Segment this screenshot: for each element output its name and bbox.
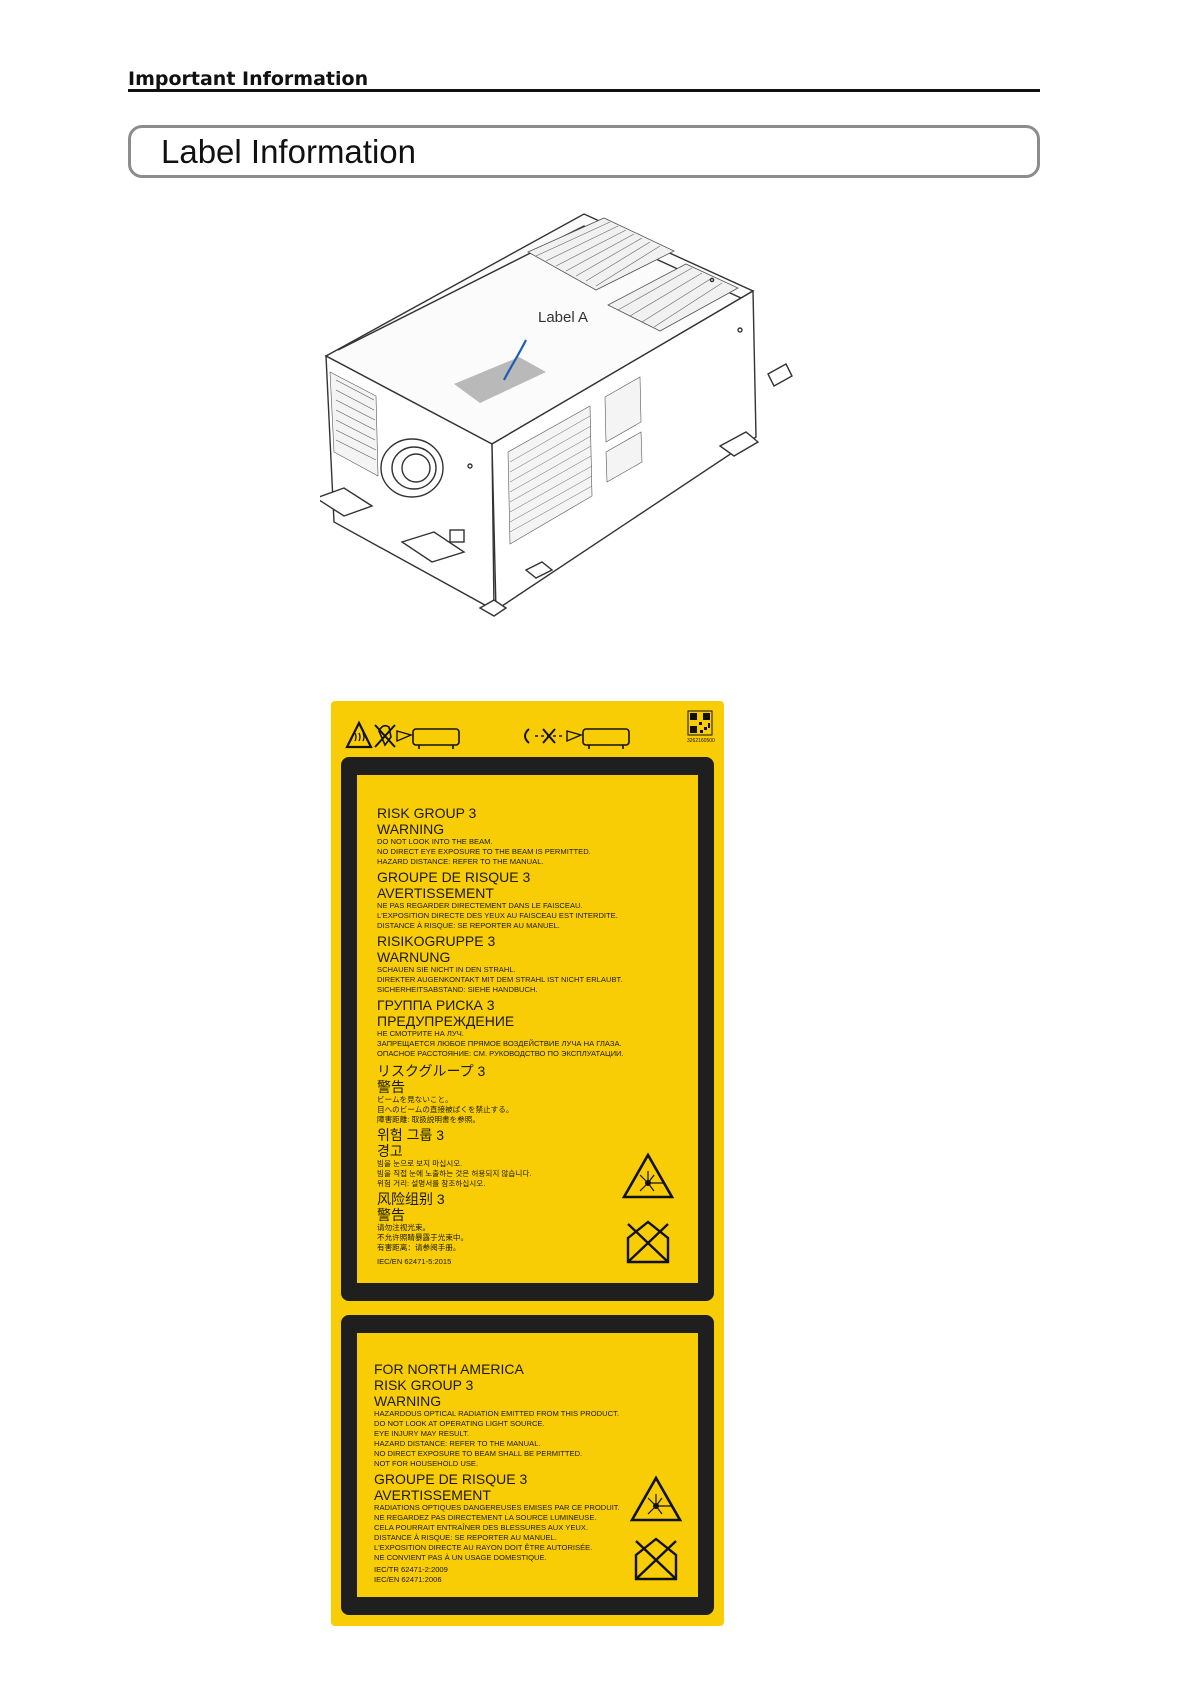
block-line: HAZARD DISTANCE: REFER TO THE MANUAL. bbox=[377, 857, 544, 866]
not-for-household-use-icon bbox=[626, 1220, 670, 1264]
block-line: ЗАПРЕЩАЕТСЯ ЛЮБОЕ ПРЯМОЕ ВОЗДЕЙСТВИЕ ЛУЧ… bbox=[377, 1039, 622, 1048]
projector-illustration: Label A bbox=[320, 213, 793, 617]
block-line: ビームを見ないこと。 bbox=[377, 1095, 453, 1104]
label-top-strip: 3262160500 bbox=[345, 710, 715, 749]
block-line: CELA POURRAIT ENTRAÎNER DES BLESSURES AU… bbox=[374, 1523, 589, 1532]
block-group: RISIKOGRUPPE 3 bbox=[377, 933, 496, 949]
panel1-standard: IEC/EN 62471-5:2015 bbox=[377, 1257, 452, 1266]
warning-panel-international-inner bbox=[357, 775, 698, 1283]
safety-label-card: 3262160500 RISK GROUP 3 WARNING DO NOT L… bbox=[331, 701, 724, 1626]
panel2-standard: IEC/EN 62471:2006 bbox=[374, 1575, 442, 1584]
block-line: SICHERHEITSABSTAND: SIEHE HANDBUCH. bbox=[377, 985, 538, 994]
block-warning: 경고 bbox=[377, 1143, 403, 1159]
block-warning: WARNING bbox=[377, 821, 445, 837]
block-group: ГРУППА РИСКА 3 bbox=[377, 997, 495, 1013]
block-line: NE REGARDEZ PAS DIRECTEMENT LA SOURCE LU… bbox=[374, 1513, 597, 1522]
block-line: 不允许照睛暴露于光束中。 bbox=[377, 1233, 469, 1242]
block-warning: WARNUNG bbox=[377, 949, 451, 965]
qr-code-icon bbox=[687, 710, 713, 736]
do-not-look-into-beam-icon bbox=[524, 728, 630, 749]
block-warning: AVERTISSEMENT bbox=[374, 1487, 491, 1503]
qr-code-number: 3262160500 bbox=[687, 738, 715, 744]
block-line: 위험 거리: 설명서를 참조하십시오. bbox=[377, 1179, 486, 1188]
block-line: DISTANCE À RISQUE: SE REPORTER AU MANUEL… bbox=[377, 921, 560, 930]
block-line: 目へのビームの直接被ばくを禁止する。 bbox=[377, 1105, 514, 1114]
block-warning: WARNING bbox=[374, 1393, 442, 1409]
block-line: L'EXPOSITION DIRECTE AU RAYON DOIT ÊTRE … bbox=[374, 1543, 593, 1552]
block-line: NO DIRECT EYE EXPOSURE TO THE BEAM IS PE… bbox=[377, 847, 591, 856]
hot-surface-warning-icon bbox=[345, 720, 373, 749]
block-line: 빔을 직접 눈에 노출하는 것은 허용되지 않습니다. bbox=[377, 1169, 532, 1178]
section-title: Label Information bbox=[161, 133, 416, 170]
block-group: 风险组别 3 bbox=[377, 1191, 445, 1207]
block-line: ОПАСНОЕ РАССТОЯНИЕ: СМ. РУКОВОДСТВО ПО Э… bbox=[377, 1049, 624, 1058]
label-a-callout-line bbox=[503, 339, 527, 381]
block-line: 请勿注视光束。 bbox=[377, 1223, 431, 1232]
laser-radiation-warning-icon bbox=[629, 1475, 683, 1522]
panel2-standard: IEC/TR 62471-2:2009 bbox=[374, 1565, 448, 1574]
block-group: GROUPE DE RISQUE 3 bbox=[374, 1471, 528, 1487]
block-line: SCHAUEN SIE NICHT IN DEN STRAHL. bbox=[377, 965, 516, 974]
section-title-box: Label Information bbox=[128, 125, 1040, 178]
block-line: HAZARD DISTANCE: REFER TO THE MANUAL. bbox=[374, 1439, 541, 1448]
label-a-callout-text: Label A bbox=[538, 309, 588, 326]
block-line: NE CONVIENT PAS À UN USAGE DOMESTIQUE. bbox=[374, 1553, 547, 1562]
no-hand-in-beam-icon bbox=[374, 724, 460, 749]
block-line: EYE INJURY MAY RESULT. bbox=[374, 1429, 470, 1438]
block-line: DIREKTER AUGENKONTAKT MIT DEM STRAHL IST… bbox=[377, 975, 623, 984]
block-group: GROUPE DE RISQUE 3 bbox=[377, 869, 531, 885]
block-line: L'EXPOSITION DIRECTE DES YEUX AU FAISCEA… bbox=[377, 911, 618, 920]
block-group: リスクグループ 3 bbox=[377, 1063, 486, 1079]
block-line: 障害距離: 取扱説明書を参照。 bbox=[377, 1115, 480, 1124]
block-warning: ПРЕДУПРЕЖДЕНИЕ bbox=[377, 1013, 515, 1029]
block-warning: 警告 bbox=[377, 1079, 405, 1095]
block-group: 위험 그룹 3 bbox=[377, 1127, 445, 1143]
page-header-title: Important Information bbox=[128, 68, 369, 90]
laser-radiation-warning-icon bbox=[621, 1152, 675, 1199]
block-line: DISTANCE À RISQUE: SE REPORTER AU MANUEL… bbox=[374, 1533, 557, 1542]
block-line: NOT FOR HOUSEHOLD USE. bbox=[374, 1459, 479, 1468]
page-header: Important Information bbox=[128, 70, 1040, 92]
block-group: RISK GROUP 3 bbox=[374, 1377, 474, 1393]
panel2-region: FOR NORTH AMERICA bbox=[374, 1361, 524, 1377]
block-line: HAZARDOUS OPTICAL RADIATION EMITTED FROM… bbox=[374, 1409, 619, 1418]
block-line: DO NOT LOOK AT OPERATING LIGHT SOURCE. bbox=[374, 1419, 545, 1428]
not-for-household-use-icon bbox=[634, 1537, 678, 1581]
block-warning: AVERTISSEMENT bbox=[377, 885, 494, 901]
block-group: RISK GROUP 3 bbox=[377, 805, 477, 821]
block-line: 빔을 눈으로 보지 마십시오. bbox=[377, 1159, 463, 1168]
block-line: RADIATIONS OPTIQUES DANGEREUSES EMISES P… bbox=[374, 1503, 620, 1512]
block-line: NO DIRECT EXPOSURE TO BEAM SHALL BE PERM… bbox=[374, 1449, 583, 1458]
block-line: 有害距离：请参阅手册。 bbox=[377, 1243, 461, 1252]
block-line: DO NOT LOOK INTO THE BEAM. bbox=[377, 837, 493, 846]
block-warning: 警告 bbox=[377, 1207, 405, 1223]
warning-panel-international bbox=[341, 757, 714, 1301]
block-line: NE PAS REGARDER DIRECTEMENT DANS LE FAIS… bbox=[377, 901, 583, 910]
warning-panel-north-america-inner bbox=[357, 1333, 698, 1597]
block-line: НЕ СМОТРИТЕ НА ЛУЧ. bbox=[377, 1029, 464, 1038]
